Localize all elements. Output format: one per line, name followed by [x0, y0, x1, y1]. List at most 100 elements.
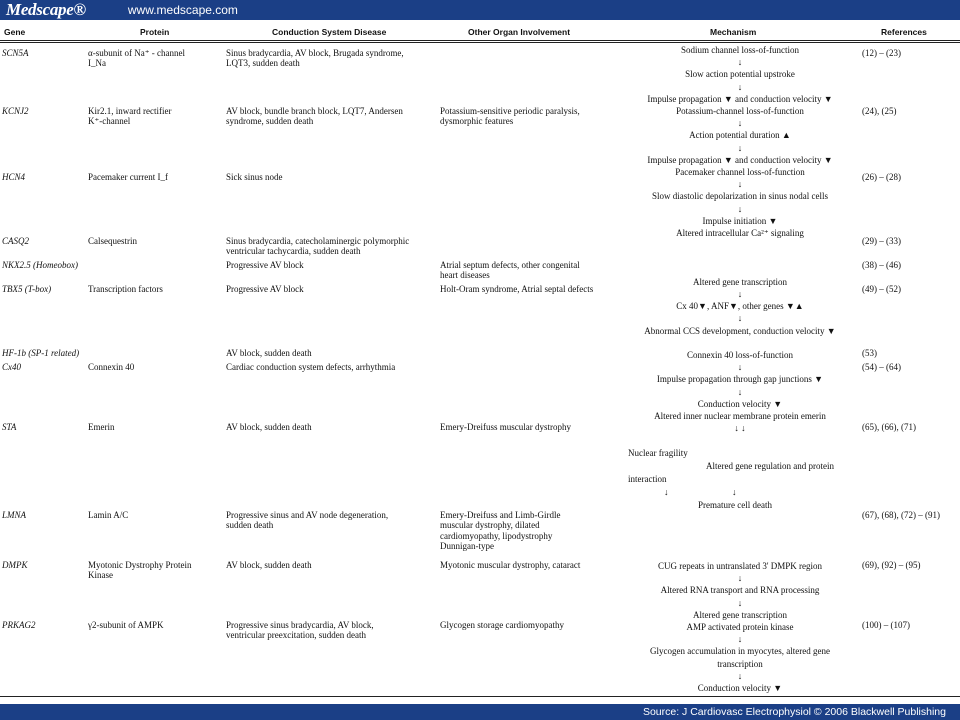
row-6-other: Holt-Oram syndrome, Atrial septal defect…	[440, 284, 594, 294]
row-2-protein: Kir2.1, inward rectifier K⁺-channel	[88, 106, 172, 127]
mechanism-line: transcription	[717, 658, 763, 669]
row-11-gene: DMPK	[2, 560, 28, 570]
row-6-disease: Progressive AV block	[226, 284, 304, 294]
row-1-protein: α-subunit of Na⁺ - channel I_Na	[88, 48, 185, 69]
mechanism-line: Action potential duration ▲	[689, 130, 791, 141]
mechanism-line: Slow diastolic depolarization in sinus n…	[652, 191, 828, 202]
row-2-gene: KCNJ2	[2, 106, 29, 116]
row-9-protein: Emerin	[88, 422, 115, 432]
mechanism-arrow: ↓	[737, 573, 743, 584]
mechanism-line: Pacemaker channel loss-of-function	[675, 167, 805, 177]
row-11-protein: Myotonic Dystrophy Protein Kinase	[88, 560, 192, 581]
row-11-disease: AV block, sudden death	[226, 560, 312, 570]
mechanism-line: Altered inner nuclear membrane protein e…	[654, 411, 826, 421]
mechanism-line: Altered intracellular Ca²⁺ signaling	[676, 228, 804, 238]
mechanism-arrow: ↓	[737, 597, 743, 608]
row-5-disease: Progressive AV block	[226, 260, 304, 270]
mechanism-arrow: ↓	[737, 289, 743, 299]
mechanism-line: Slow action potential upstroke	[685, 69, 795, 80]
source-footer: Source: J Cardiovasc Electrophysiol © 20…	[0, 704, 960, 720]
header-protein: Protein	[140, 27, 170, 37]
row-7-gene: HF-1b (SP-1 related)	[2, 348, 80, 358]
header-gene: Gene	[4, 27, 26, 37]
mechanism-arrow: ↓	[737, 386, 743, 397]
row-5-gene: NKX2.5 (Homeobox)	[2, 260, 78, 270]
row-4-disease: Sinus bradycardia, catecholaminergic pol…	[226, 236, 410, 257]
mechanism-arrow: ↓	[737, 313, 743, 324]
row-5-refs: (38) – (46)	[862, 260, 901, 270]
gene-table: Gene Protein Conduction System Disease O…	[0, 22, 960, 702]
row-3-protein: Pacemaker current I_f	[88, 172, 168, 182]
row-9-refs: (65), (66), (71)	[862, 422, 916, 432]
mechanism-line: Altered RNA transport and RNA processing	[660, 585, 820, 596]
row-3-refs: (26) – (28)	[862, 172, 901, 182]
mechanism-line: Conduction velocity ▼	[697, 398, 783, 409]
mechanism-arrow: ↓	[737, 670, 743, 681]
mechanism-line: Conduction velocity ▼	[697, 683, 783, 693]
row-1-gene: SCN5A	[2, 48, 29, 58]
mechanism-line: Impulse propagation ▼ and conduction vel…	[647, 93, 833, 104]
row-2-refs: (24), (25)	[862, 106, 897, 116]
row-10-gene: LMNA	[2, 510, 27, 520]
row-9-gene: STA	[2, 422, 17, 432]
row-12-protein: γ2-subunit of AMPK	[88, 620, 164, 630]
source-text: Source: J Cardiovasc Electrophysiol © 20…	[642, 706, 946, 718]
mechanism-arrow: ↓	[737, 118, 743, 129]
mechanism-arrow: ↓	[737, 362, 743, 373]
mechanism-line: Connexin 40 loss-of-function	[687, 350, 793, 360]
mechanism-line: Abnormal CCS development, conduction vel…	[644, 325, 836, 336]
row-9-disease: AV block, sudden death	[226, 422, 312, 432]
mechanism-line: ↓ ↓	[734, 423, 746, 434]
row-12-other: Glycogen storage cardiomyopathy	[440, 620, 564, 630]
header-other: Other Organ Involvement	[468, 27, 571, 37]
medscape-logo[interactable]: Medscape®	[6, 0, 86, 19]
sta-arrow-left: ↓	[664, 487, 669, 497]
mechanism-line: Altered gene transcription	[693, 276, 787, 287]
header-mechanism: Mechanism	[710, 27, 757, 37]
header-rule-top	[0, 40, 960, 41]
row-7-disease: AV block, sudden death	[226, 348, 312, 358]
row-12-disease: Progressive sinus bradycardia, AV block,…	[226, 620, 374, 641]
mechanism-line: Cx 40▼, ANF▼, other genes ▼▲	[676, 301, 804, 312]
mechanism-line: CUG repeats in untranslated 3' DMPK regi…	[657, 561, 823, 571]
row-10-disease: Progressive sinus and AV node degenerati…	[226, 510, 389, 531]
row-6-gene: TBX5 (T-box)	[2, 284, 52, 294]
mechanism-line: Impulse propagation through gap junction…	[656, 374, 824, 385]
row-8-protein: Connexin 40	[88, 362, 135, 372]
row-10-other: Emery-Dreifuss and Limb-Girdle muscular …	[440, 510, 561, 551]
row-3-gene: HCN4	[2, 172, 26, 182]
row-2-other: Potassium-sensitive periodic paralysis, …	[440, 106, 580, 127]
mechanism-arrow: ↓	[737, 142, 743, 153]
mechanism-arrow: ↓	[737, 179, 743, 190]
mechanism-line: Glycogen accumulation in myocytes, alter…	[650, 646, 830, 657]
row-4-gene: CASQ2	[2, 236, 29, 246]
row-1-disease: Sinus bradycardia, AV block, Brugada syn…	[226, 48, 404, 69]
row-5-other: Atrial septum defects, other congenital …	[440, 260, 580, 281]
mechanism-arrow: ↓	[737, 81, 743, 92]
sta-gene-regulation: Altered gene regulation and protein	[706, 461, 834, 471]
row-4-refs: (29) – (33)	[862, 236, 901, 246]
row-4-protein: Calsequestrin	[88, 236, 137, 246]
row-3-disease: Sick sinus node	[226, 172, 283, 182]
row-8-refs: (54) – (64)	[862, 362, 901, 372]
mechanism-arrow: ↓	[737, 57, 743, 68]
sta-interaction: interaction	[628, 474, 667, 484]
row-10-protein: Lamin A/C	[88, 510, 129, 520]
mechanism-arrow: ↓	[737, 634, 743, 645]
site-url[interactable]: www.medscape.com	[127, 3, 238, 17]
mechanism-line: Sodium channel loss-of-function	[681, 45, 799, 55]
header-rule-bottom	[0, 42, 960, 43]
row-2-disease: AV block, bundle branch block, LQT7, And…	[226, 106, 403, 127]
row-7-refs: (53)	[862, 348, 877, 358]
sta-premature-death: Premature cell death	[698, 500, 772, 510]
row-1-refs: (12) – (23)	[862, 48, 901, 58]
row-6-protein: Transcription factors	[88, 284, 163, 294]
table-bottom-rule	[0, 696, 960, 697]
row-12-refs: (100) – (107)	[862, 620, 910, 630]
row-10-refs: (67), (68), (72) – (91)	[862, 510, 940, 520]
mechanism-line: Altered gene transcription	[693, 609, 787, 620]
row-11-refs: (69), (92) – (95)	[862, 560, 921, 570]
sta-nuclear-fragility: Nuclear fragility	[628, 448, 688, 458]
top-banner: Medscape® www.medscape.com	[0, 0, 960, 20]
mechanism-line: Potassium-channel loss-of-function	[676, 106, 804, 116]
